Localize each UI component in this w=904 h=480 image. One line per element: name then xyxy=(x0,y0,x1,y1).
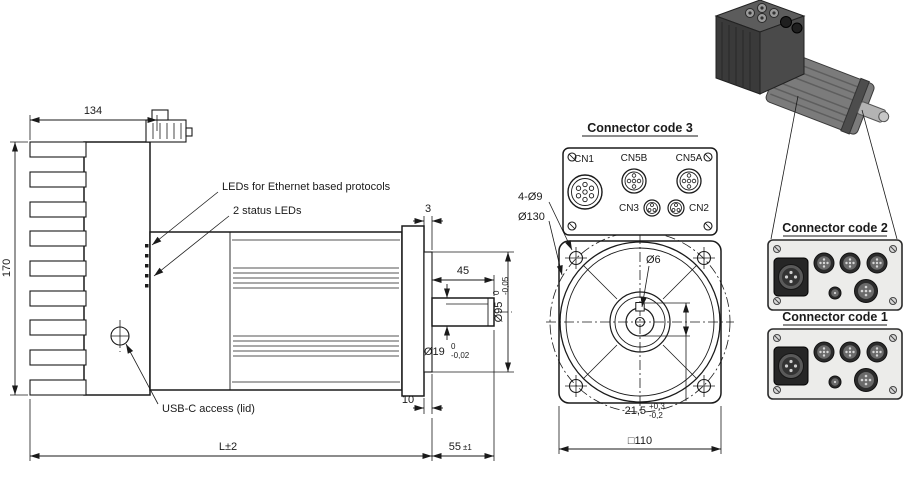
cn3-connector xyxy=(643,199,661,217)
iso-connectors xyxy=(745,3,803,34)
iso-drive-box xyxy=(714,0,806,95)
center-hole xyxy=(634,316,646,328)
cn1-connector xyxy=(567,174,603,210)
dim-square-label: □110 xyxy=(628,435,652,447)
cn1-label: CN1 xyxy=(574,154,594,165)
front-view: Connector code 3 xyxy=(518,121,734,454)
dim-pilot-diameter: Ø95 0 -0,05 xyxy=(426,251,514,373)
leader-bolt-circle xyxy=(548,220,563,276)
dim-134-label: 134 xyxy=(84,105,102,117)
callout-status-leds: 2 status LEDs xyxy=(233,205,302,217)
dim-bolt-circle-label: Ø130 xyxy=(518,211,545,223)
panel-code1-body xyxy=(768,329,902,399)
dim-3-label: 3 xyxy=(425,203,431,215)
shaft xyxy=(431,297,495,327)
dim-keyway: 21,5 +0,3 -0,2 xyxy=(625,302,690,420)
dim-length: L±2 55 ±1 xyxy=(29,330,495,461)
dim-keyway-tol-upper: +0,3 xyxy=(649,402,665,411)
cn5b-connector xyxy=(621,168,647,194)
panel-code2-title: Connector code 2 xyxy=(782,221,888,235)
block-screws xyxy=(567,152,713,231)
drive-housing xyxy=(83,141,151,396)
dim-keyway-tol-lower: -0,2 xyxy=(649,411,663,420)
leader-iso-to-code2-left xyxy=(770,95,799,240)
flange-square xyxy=(558,240,722,404)
top-connector xyxy=(145,109,193,143)
dim-45-label: 45 xyxy=(457,265,469,277)
dim-length-label: L±2 xyxy=(219,441,237,453)
dim-center-hole-label: Ø6 xyxy=(646,254,661,266)
motor-body xyxy=(149,231,403,391)
cn2-connector xyxy=(667,199,685,217)
cn3-label: CN3 xyxy=(619,203,639,214)
front-view-title: Connector code 3 xyxy=(587,121,693,135)
dim-10: 10 xyxy=(402,374,443,414)
dim-134: 134 xyxy=(29,105,158,140)
leader-ethernet-leds xyxy=(151,191,219,246)
cn5a-connector xyxy=(676,168,702,194)
corner-holes xyxy=(565,247,715,397)
dim-170: 170 xyxy=(1,141,28,396)
dim-pilot-label: Ø95 xyxy=(493,302,505,323)
leader-iso-to-code2-right xyxy=(861,109,898,240)
callout-ethernet-leds: LEDs for Ethernet based protocols xyxy=(222,181,391,193)
dim-55-label: 55 xyxy=(449,441,461,453)
hub-outer-circle xyxy=(609,291,671,353)
dim-45: 45 xyxy=(431,265,495,296)
side-view: 134 170 LEDs for Ethernet based protocol… xyxy=(1,105,514,461)
dim-shaft-tol-upper: 0 xyxy=(451,342,456,351)
hub-inner-circle xyxy=(614,296,666,348)
dim-shaft-diameter: Ø19 0 -0,02 xyxy=(424,284,470,360)
dim-170-label: 170 xyxy=(1,259,13,277)
motor-detail-lines xyxy=(232,239,400,383)
cn5b-label: CN5B xyxy=(621,153,648,164)
panel-code1: Connector code 1 xyxy=(768,310,902,399)
dim-3: 3 xyxy=(413,203,443,250)
leader-status-leds xyxy=(153,215,230,277)
leader-corner-holes xyxy=(548,201,573,251)
dim-square: □110 xyxy=(558,406,722,454)
dim-shaft-label: Ø19 xyxy=(424,346,445,358)
iso-render xyxy=(714,0,890,135)
connector-block: CN1 CN5B CN xyxy=(562,147,718,236)
led-indicators xyxy=(145,244,149,288)
front-flange xyxy=(401,225,425,397)
dim-pilot-tol-lower: -0,05 xyxy=(501,276,510,295)
dim-keyway-label: 21,5 xyxy=(625,405,646,417)
dim-shaft-tol-lower: -0,02 xyxy=(451,351,470,360)
dim-10-label: 10 xyxy=(402,394,414,406)
cn5a-label: CN5A xyxy=(676,153,703,164)
face-ribs xyxy=(582,264,698,380)
leader-usb xyxy=(125,343,159,405)
cn2-label: CN2 xyxy=(689,203,709,214)
panel-code2: Connector code 2 xyxy=(768,221,902,310)
panel-code1-title: Connector code 1 xyxy=(782,310,888,324)
face-outer-circle xyxy=(559,241,721,403)
callout-usb: USB-C access (lid) xyxy=(162,403,255,415)
face-inner-circle xyxy=(565,247,715,397)
leader-center-hole xyxy=(640,265,650,308)
usb-access xyxy=(110,320,130,352)
dim-corner-holes-label: 4-Ø9 xyxy=(518,191,542,203)
panel-code2-body xyxy=(768,240,902,310)
heatsink-fins xyxy=(29,141,87,396)
dim-55-tol: ±1 xyxy=(463,443,472,452)
dim-pilot-tol-upper: 0 xyxy=(492,290,501,295)
